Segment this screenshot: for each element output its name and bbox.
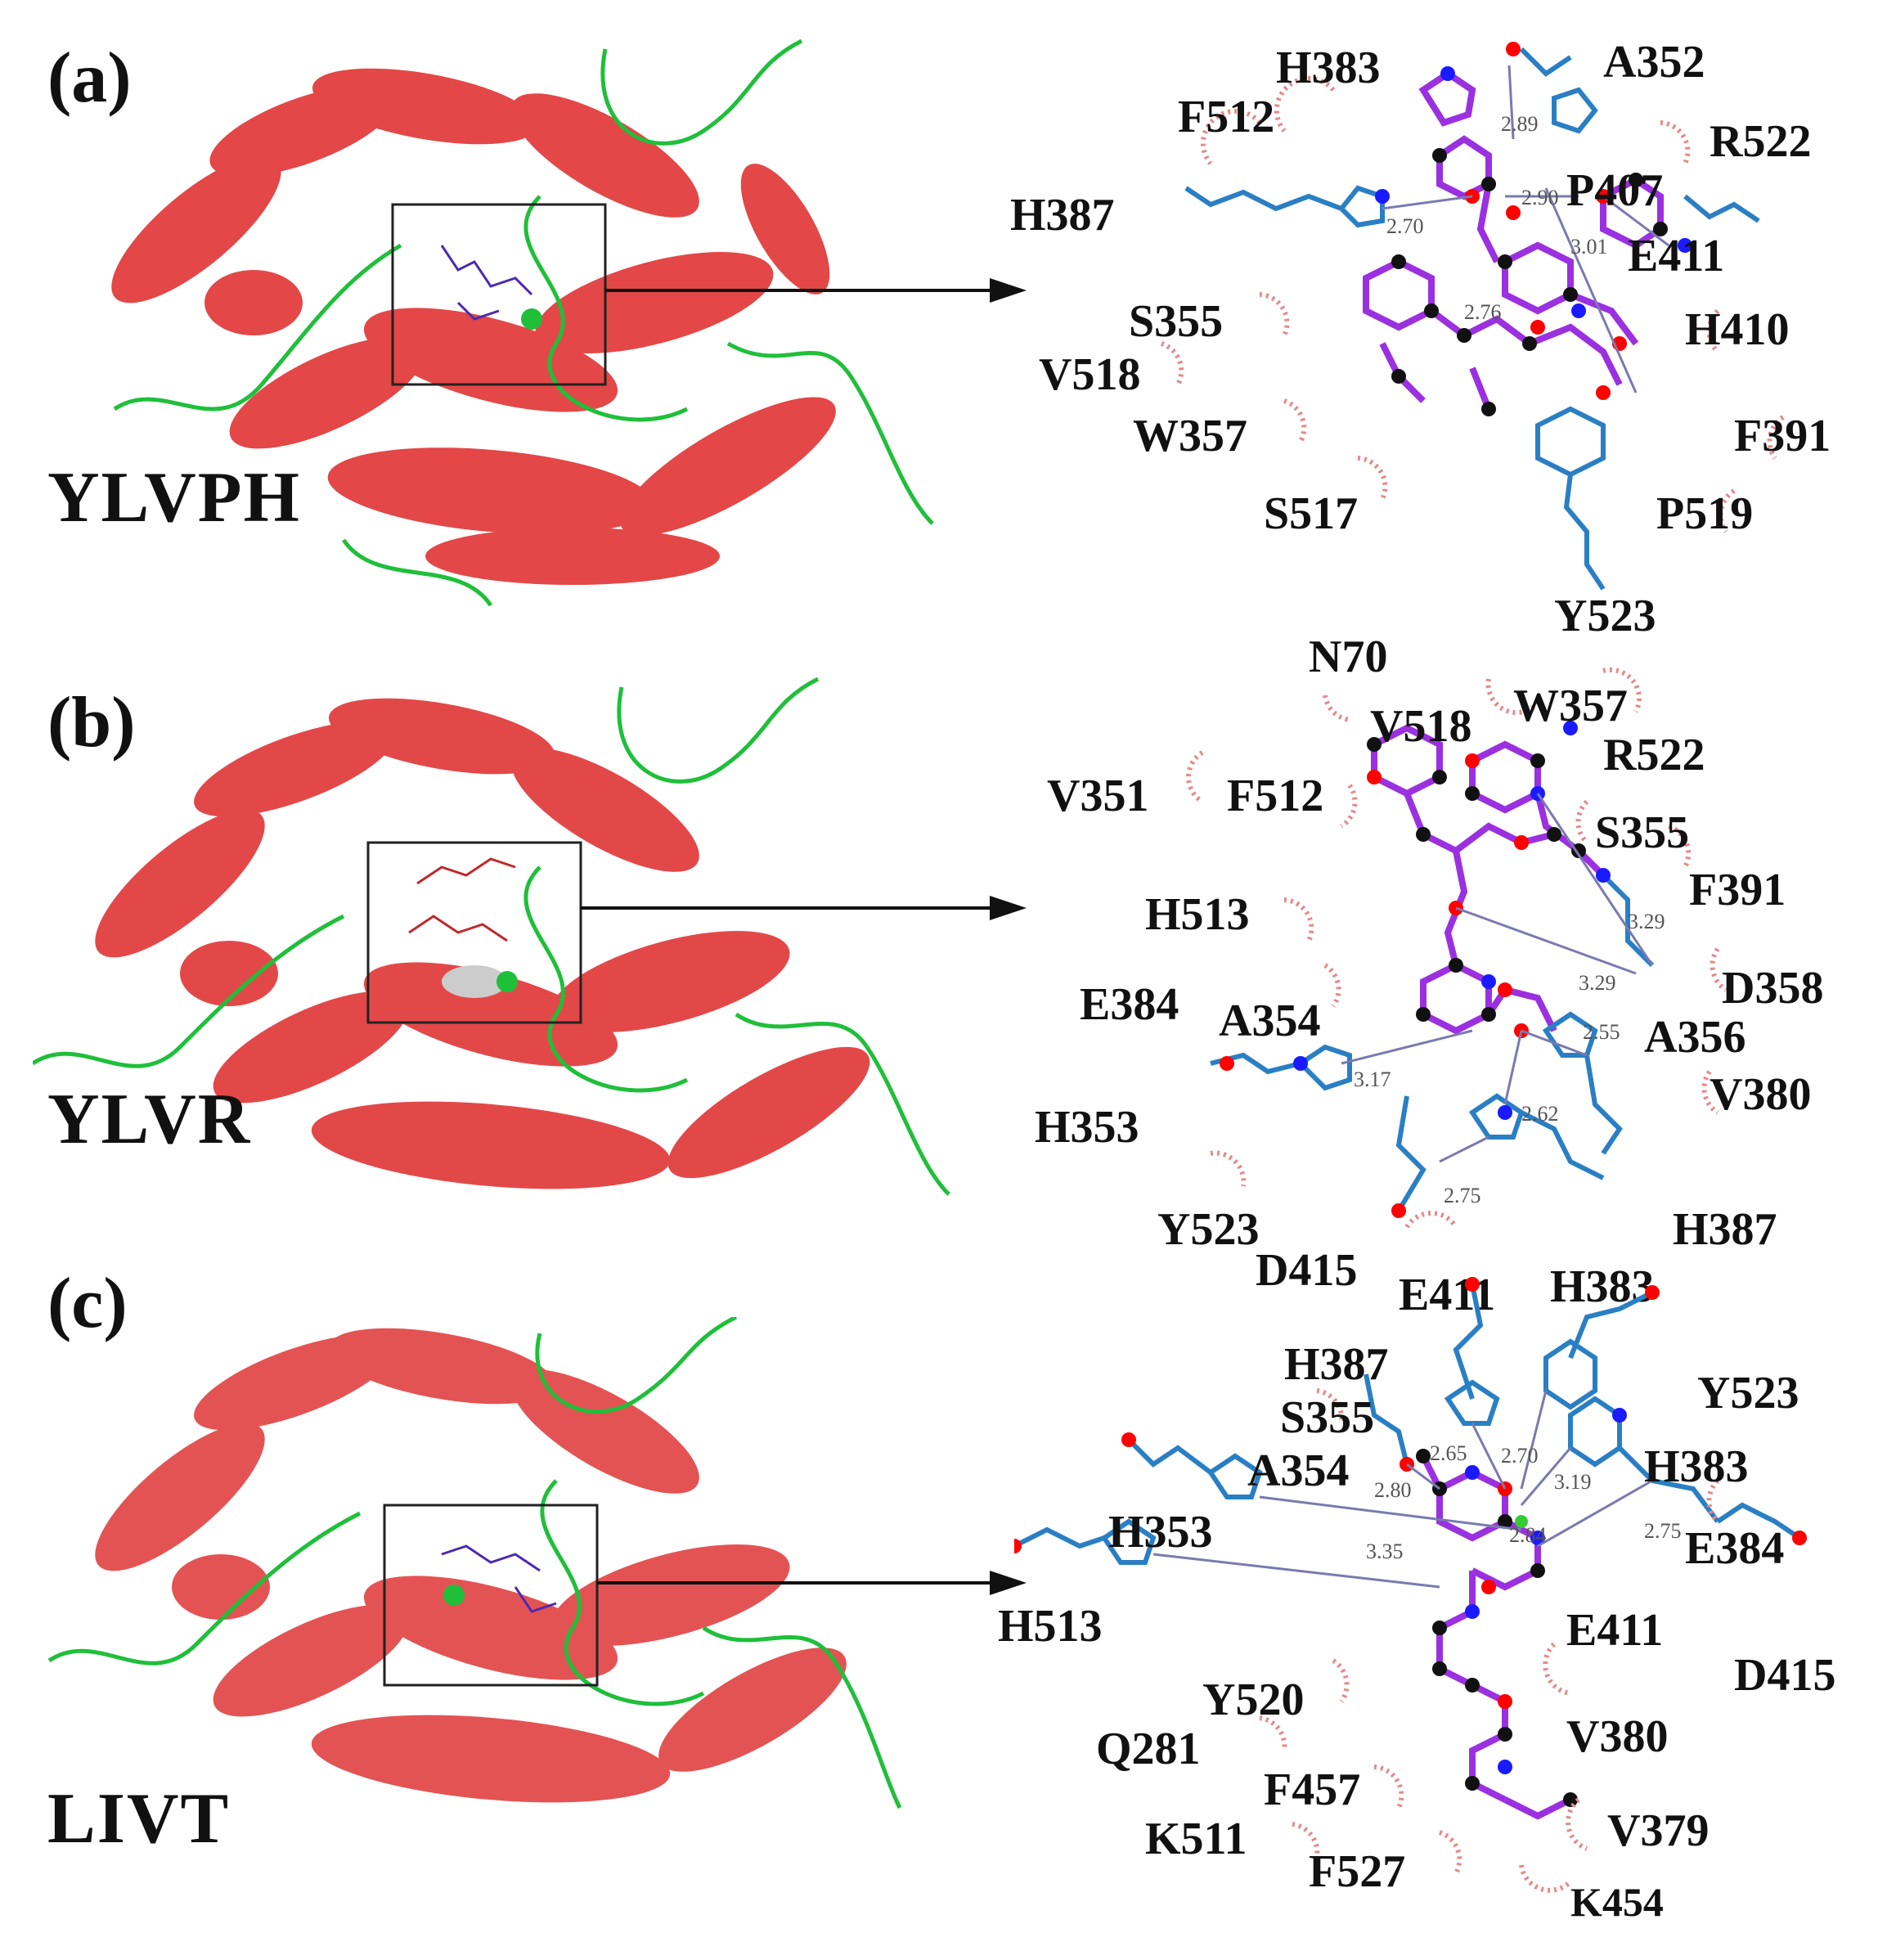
- residue-label: R522: [1603, 730, 1705, 780]
- residue-label: E411: [1628, 231, 1725, 281]
- residue-label: H410: [1685, 304, 1790, 355]
- hbond-distance: 2.62: [1521, 1102, 1559, 1126]
- residue-label: H353: [1108, 1507, 1213, 1558]
- residue-label: K511: [1145, 1814, 1247, 1864]
- hbond-distance: 3.35: [1366, 1540, 1404, 1563]
- residue-label: H383: [1644, 1441, 1749, 1492]
- residue-label: S355: [1129, 296, 1224, 347]
- residue-label: S355: [1595, 807, 1690, 858]
- peptide-name: YLVPH: [47, 458, 301, 537]
- residue-label: Q281: [1096, 1724, 1201, 1774]
- residue-label: F391: [1689, 865, 1786, 915]
- residue-label: H353: [1035, 1102, 1139, 1153]
- hbond-distance: 2.65: [1430, 1441, 1467, 1465]
- hbond-distance: 3.19: [1554, 1470, 1592, 1494]
- residue-label: E384: [1685, 1523, 1785, 1574]
- hbond-distance: 2.55: [1583, 1020, 1620, 1044]
- residue-label: V518: [1370, 701, 1472, 752]
- residue-label: F457: [1264, 1764, 1361, 1815]
- residue-label: H513: [1145, 889, 1250, 940]
- interaction-diagram: 2.65 2.70 2.80 3.19 2.84 2.75 3.35: [1014, 1277, 1807, 1893]
- residue-label: V380: [1566, 1711, 1669, 1762]
- residue-label: H383: [1276, 43, 1381, 93]
- residue-label: Y523: [1157, 1204, 1260, 1255]
- residue-label: V380: [1710, 1069, 1812, 1120]
- residue-label: W357: [1513, 681, 1628, 731]
- hbond-distance: 2.75: [1644, 1519, 1682, 1543]
- panel-label: (a): [47, 38, 132, 118]
- residue-label: F391: [1734, 411, 1831, 461]
- protein-cartoon: [33, 677, 950, 1196]
- hbond-distance: 2.80: [1374, 1478, 1412, 1502]
- interaction-diagram: 2.89 2.90 2.70 3.01 2.76: [1160, 42, 1785, 591]
- residue-label: F527: [1309, 1846, 1406, 1897]
- hbond-distance: 2.70: [1501, 1444, 1539, 1468]
- residue-label: P519: [1656, 488, 1754, 539]
- residue-label: Y523: [1554, 591, 1656, 641]
- interaction-diagram: 3.29 3.29 2.55 3.17 2.62 2.75: [1186, 667, 1728, 1229]
- hbond-distance: 2.75: [1444, 1184, 1481, 1207]
- residue-label: S517: [1264, 488, 1359, 539]
- panel-a: (a) YLVPH: [0, 0, 1896, 641]
- hbond-distance: 2.89: [1501, 112, 1539, 136]
- hbond-distance: 2.84: [1509, 1523, 1547, 1547]
- residue-label: A354: [1247, 1445, 1350, 1496]
- residue-label: H387: [1010, 190, 1115, 241]
- residue-label: D415: [1734, 1650, 1836, 1701]
- residue-label: A356: [1644, 1012, 1746, 1063]
- protein-cartoon: [111, 38, 934, 607]
- hbond-distance: 3.17: [1354, 1068, 1391, 1091]
- hbond-distance: 2.76: [1464, 300, 1502, 324]
- residue-label: A354: [1219, 996, 1321, 1046]
- residue-label: F512: [1227, 771, 1324, 821]
- residue-label: A352: [1603, 37, 1705, 88]
- residue-label: D358: [1722, 963, 1824, 1014]
- residue-label: V379: [1607, 1805, 1710, 1856]
- residue-label: W357: [1133, 411, 1247, 461]
- residue-label: D415: [1256, 1245, 1358, 1296]
- peptide-name: YLVR: [47, 1080, 252, 1159]
- protein-cartoon: [47, 1317, 902, 1809]
- panel-label: (c): [47, 1264, 128, 1343]
- residue-label: H513: [998, 1601, 1103, 1652]
- peptide-name: LIVT: [47, 1779, 231, 1859]
- panel-label: (b): [47, 683, 136, 762]
- residue-label: Y520: [1202, 1675, 1305, 1725]
- residue-label: V351: [1047, 771, 1149, 821]
- residue-label: E384: [1080, 979, 1179, 1030]
- residue-label: F512: [1178, 92, 1275, 142]
- residue-label: N70: [1309, 632, 1388, 682]
- hbond-distance: 3.29: [1628, 910, 1665, 933]
- hbond-distance: 2.90: [1521, 186, 1559, 209]
- residue-label: S355: [1280, 1392, 1375, 1443]
- residue-label: E411: [1566, 1605, 1664, 1656]
- residue-label: H387: [1284, 1339, 1389, 1390]
- residue-label: H387: [1673, 1204, 1777, 1255]
- residue-label: K454: [1570, 1879, 1664, 1925]
- panel-b: (b) YLVR: [0, 634, 1896, 1318]
- hbond-distance: 3.29: [1579, 971, 1616, 995]
- residue-label: R522: [1710, 116, 1812, 167]
- hbond-distance: 3.01: [1570, 235, 1608, 258]
- residue-label: V518: [1039, 349, 1141, 400]
- hbond-distance: 2.70: [1386, 214, 1424, 238]
- residue-label: Y523: [1697, 1368, 1799, 1418]
- residue-label: P407: [1566, 165, 1664, 216]
- panel-c: (c) LIVT: [0, 1268, 1896, 1923]
